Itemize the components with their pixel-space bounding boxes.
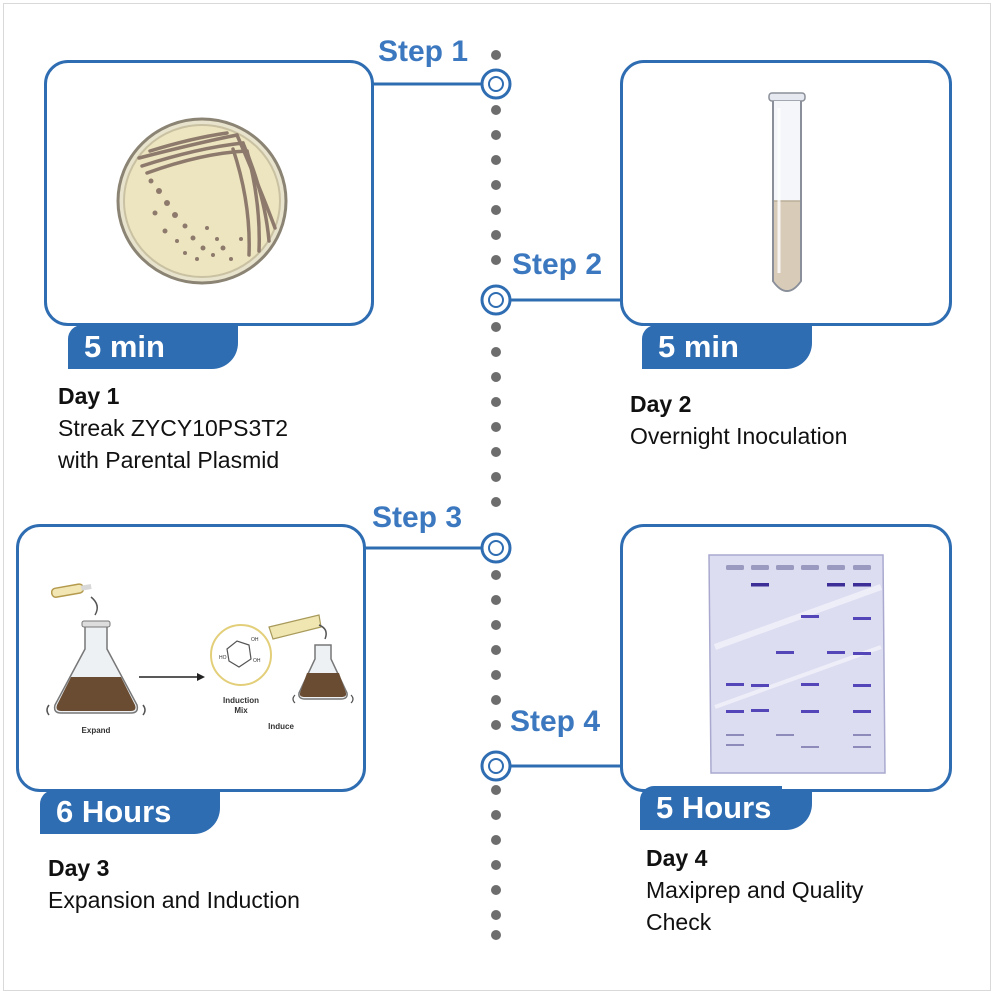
step-3-description: Expansion and Induction [48,887,300,913]
induce-label: Induce [268,722,294,731]
step-4-caption: Day 4 Maxiprep and Quality Check [646,842,966,938]
step-2-caption: Day 2 Overnight Inoculation [630,388,950,452]
step-2-duration-badge: 5 min [642,325,812,369]
svg-text:OH: OH [253,658,261,664]
step-2-label: Step 2 [512,248,603,281]
step-4-label: Step 4 [510,705,601,738]
step-3-label: Step 3 [372,501,463,534]
step-1-duration-badge: 5 min [68,325,238,369]
test-tube-icon [768,92,806,292]
step-3-caption: Day 3 Expansion and Induction [48,852,368,916]
step-3-day: Day 3 [48,855,110,881]
step-1-label: Step 1 [378,35,469,68]
step-4-description: Maxiprep and Quality Check [646,877,864,935]
step-4-card [620,524,952,792]
step-3-duration-badge: 6 Hours [40,790,220,834]
step-1-card [44,60,374,326]
step-1-description: Streak ZYCY10PS3T2 with Parental Plasmid [58,415,289,473]
figure-frame [3,3,991,991]
expand-label: Expand [82,726,111,735]
step-4-duration-badge: 5 Hours [640,786,812,830]
gel-electrophoresis-icon [708,554,886,774]
timeline-dots [491,50,501,940]
step-1-day: Day 1 [58,383,120,409]
step-2-day: Day 2 [630,391,692,417]
svg-text:HO: HO [219,655,227,661]
step-1-caption: Day 1 Streak ZYCY10PS3T2 with Parental P… [58,380,358,476]
svg-text:OH: OH [251,637,259,643]
step-2-card [620,60,952,326]
step-4-day: Day 4 [646,845,708,871]
petri-dish-icon [116,117,288,285]
step-2-description: Overnight Inoculation [630,423,848,449]
